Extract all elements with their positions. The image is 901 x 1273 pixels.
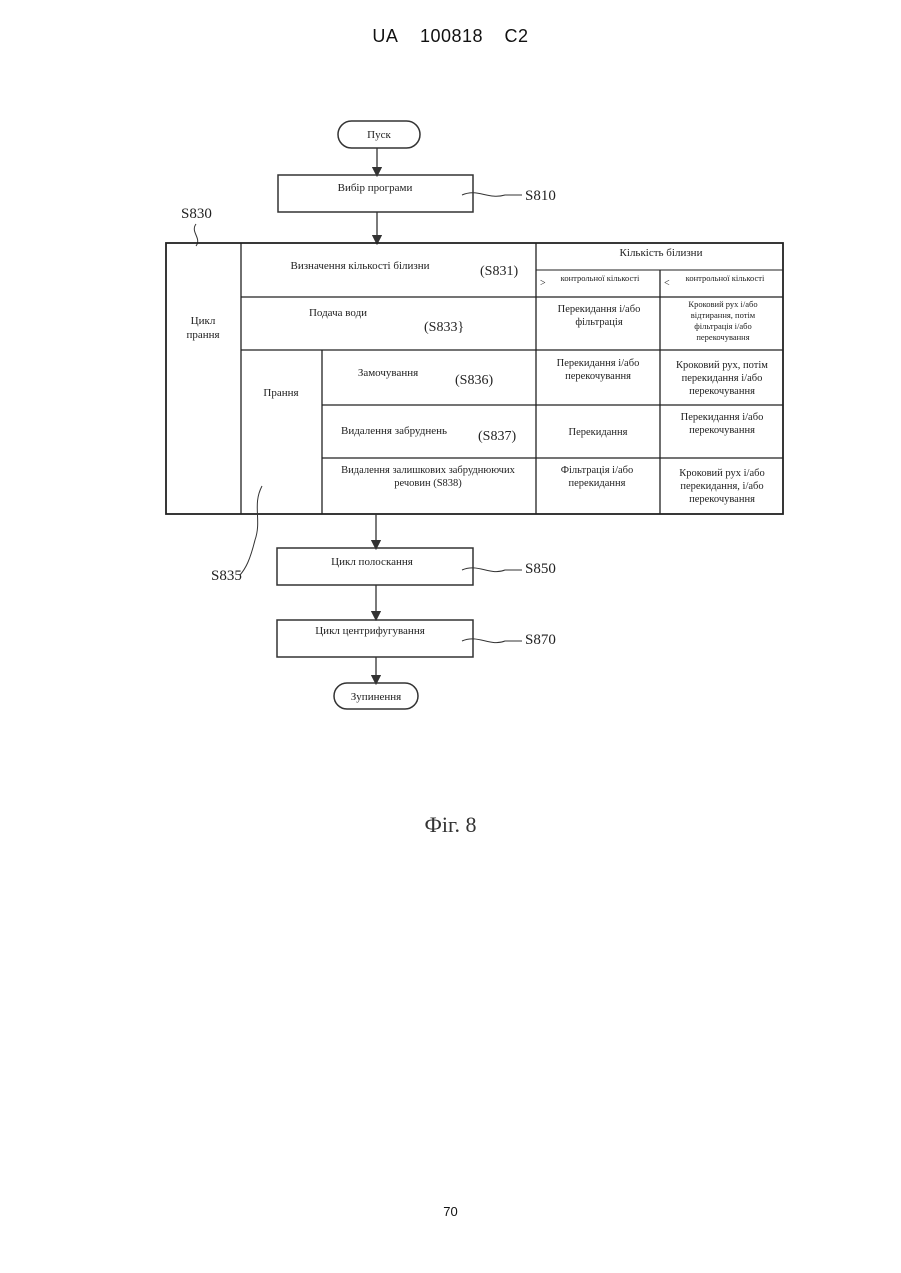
s810-leader bbox=[462, 193, 522, 197]
residual-gt-action: Фільтрація і/абоперекидання bbox=[561, 465, 634, 489]
water-lt-action: Кроковий рух і/абовідтирання, потімфільт… bbox=[688, 299, 757, 342]
washing-label: Прання bbox=[263, 387, 298, 399]
col-gt-symbol: > bbox=[540, 278, 546, 289]
s850-leader bbox=[462, 568, 522, 572]
figure-caption: Фіг. 8 bbox=[0, 812, 901, 838]
program-select-label: Вибір програми bbox=[338, 182, 413, 194]
stop-label: Зупинення bbox=[351, 691, 401, 703]
soak-lt-action: Кроковий рух, потімперекидання і/абопере… bbox=[676, 360, 768, 397]
s810-ref: S810 bbox=[525, 188, 556, 204]
rinse-cycle-label: Цикл полоскання bbox=[331, 556, 413, 568]
col-lt-label: контрольної кількості bbox=[686, 273, 765, 283]
soak-label: Замочування bbox=[358, 367, 418, 379]
residual-removal-label: Видалення залишкових забруднюючихречовин… bbox=[341, 465, 515, 489]
s870-ref: S870 bbox=[525, 632, 556, 648]
dirt-removal-label: Видалення забруднень bbox=[341, 425, 447, 437]
spin-cycle-label: Цикл центрифугування bbox=[315, 625, 425, 637]
s831-ref: (S831) bbox=[480, 264, 518, 279]
residual-lt-action: Кроковий рух і/абоперекидання, і/абопере… bbox=[679, 468, 764, 505]
determine-amount-label: Визначення кількості білизни bbox=[290, 260, 429, 272]
s836-ref: (S836) bbox=[455, 373, 493, 388]
wash-cycle-label: Циклпрання bbox=[186, 315, 219, 341]
s850-ref: S850 bbox=[525, 561, 556, 577]
s837-ref: (S837) bbox=[478, 429, 516, 444]
water-supply-label: Подача води bbox=[309, 307, 367, 319]
dirt-gt-action: Перекидання bbox=[569, 427, 628, 438]
dirt-lt-action: Перекидання і/абоперекочування bbox=[681, 412, 764, 436]
page-number: 70 bbox=[0, 1204, 901, 1219]
col-gt-label: контрольної кількості bbox=[561, 273, 640, 283]
s833-ref: (S833} bbox=[424, 320, 464, 335]
s870-leader bbox=[462, 639, 522, 643]
water-gt-action: Перекидання і/абофільтрація bbox=[558, 304, 641, 328]
s830-ref: S830 bbox=[181, 206, 212, 222]
s835-ref: S835 bbox=[211, 568, 242, 584]
flowchart-diagram: Пуск Вибір програми S810 S830 Циклпрання… bbox=[0, 0, 901, 800]
soak-gt-action: Перекидання і/абоперекочування bbox=[557, 358, 640, 382]
laundry-amount-header: Кількість білизни bbox=[620, 247, 703, 259]
s835-leader bbox=[240, 486, 262, 575]
start-label: Пуск bbox=[367, 129, 391, 141]
col-lt-symbol: < bbox=[664, 278, 670, 289]
